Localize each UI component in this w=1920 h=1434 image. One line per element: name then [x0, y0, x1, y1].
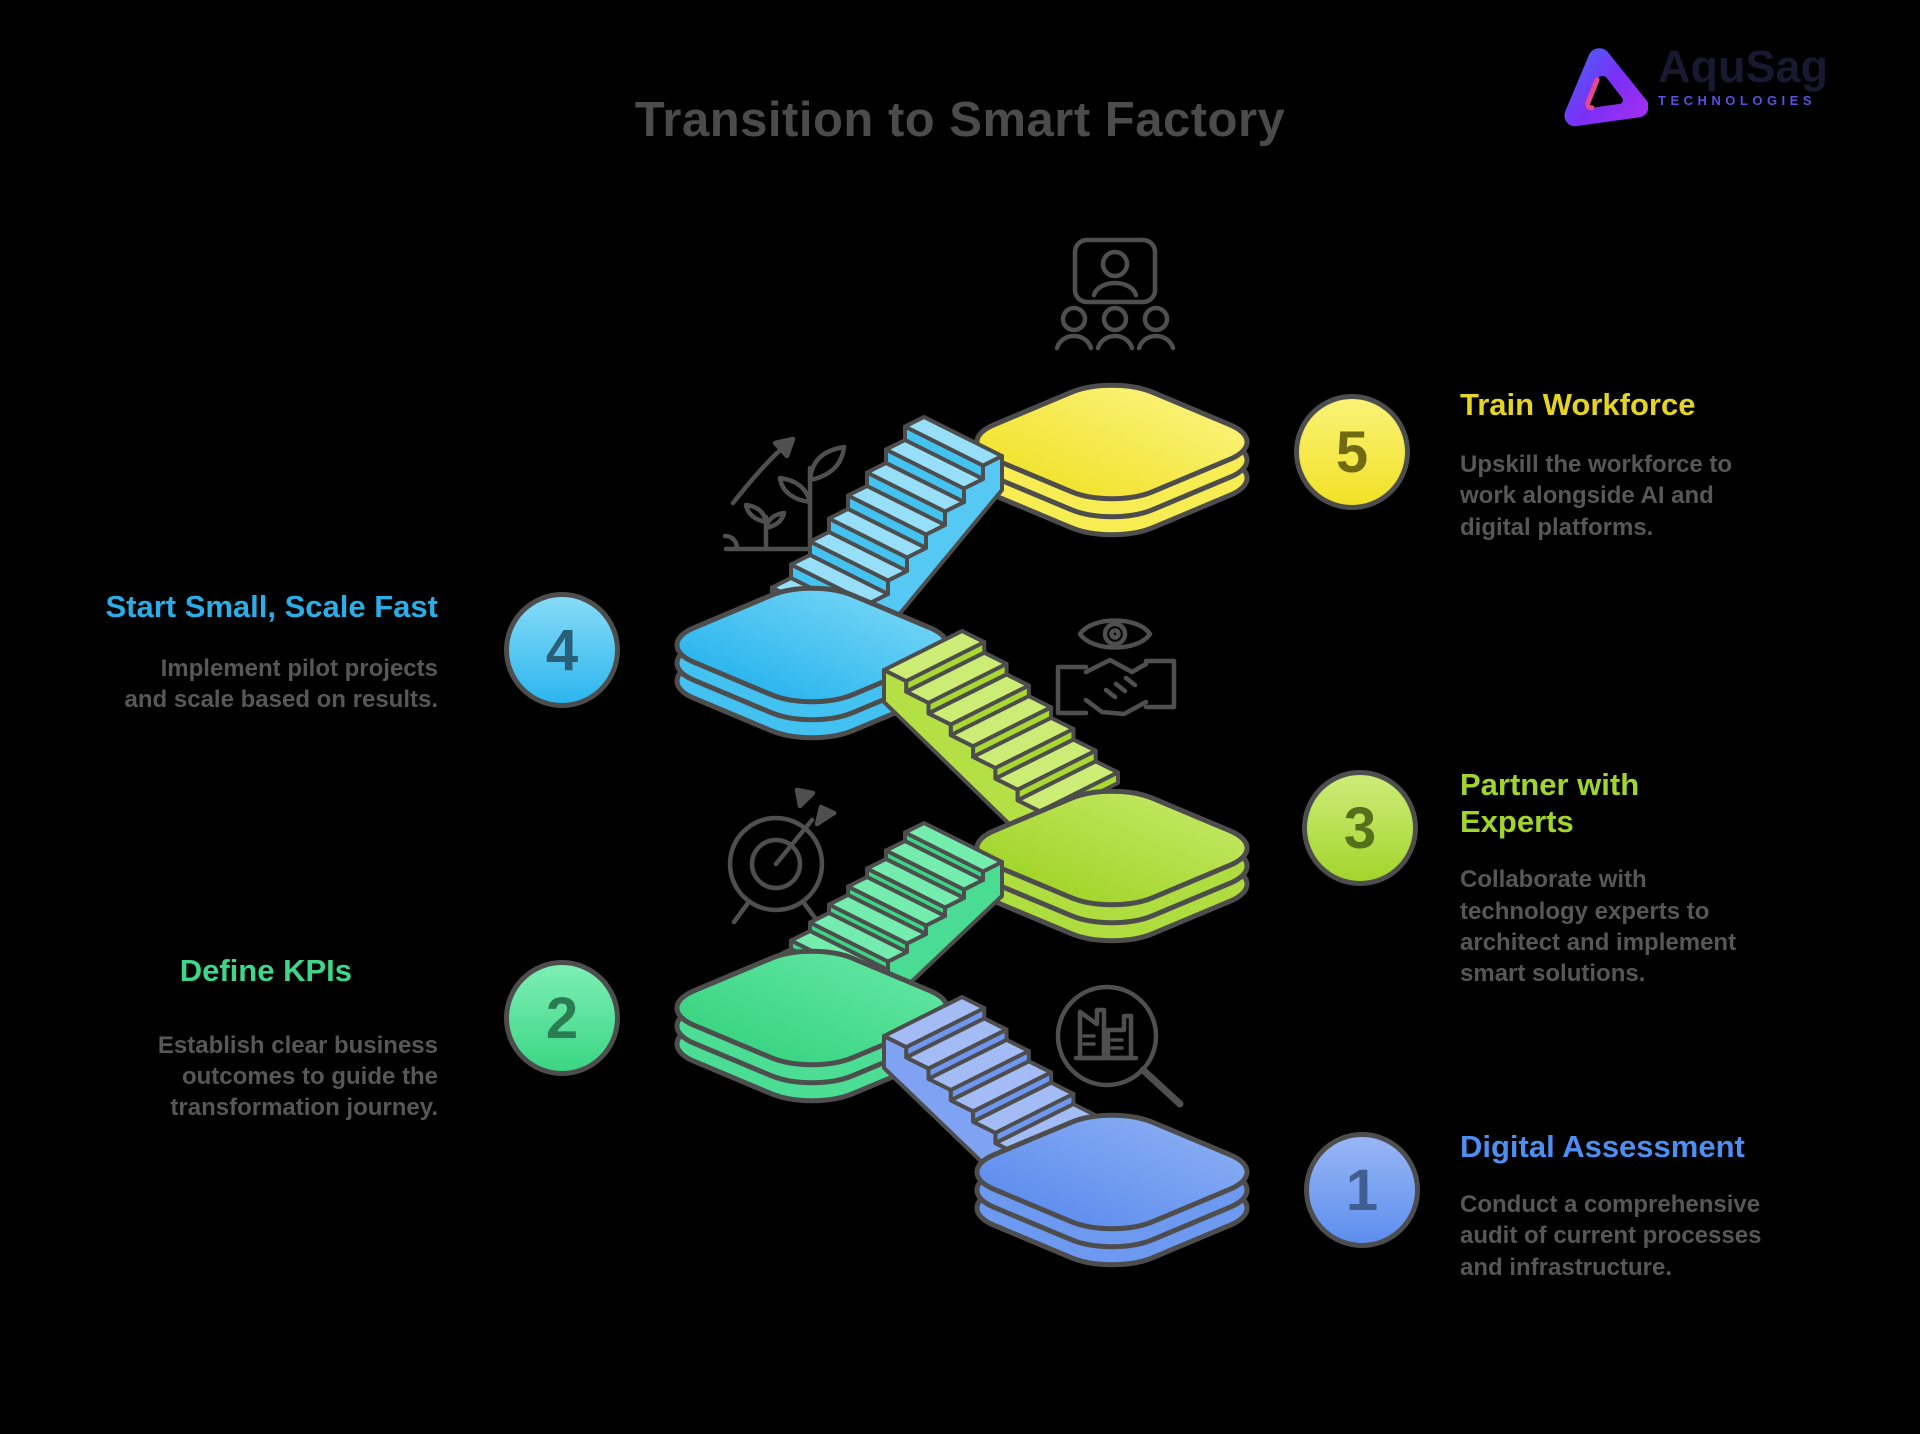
step-1-title: Digital Assessment [1460, 1129, 1745, 1164]
platform-2-define-kpis [653, 941, 971, 1111]
step-2-title: Define KPIs [179, 953, 352, 988]
step-5-title: Train Workforce [1460, 387, 1696, 422]
step-4-badge: 4 [504, 592, 620, 708]
step-3-title: Partner with Experts [1460, 767, 1640, 840]
step-3-badge: 3 [1302, 770, 1418, 886]
step-5-text: Train Workforce Upskill the workforce to… [1460, 386, 1820, 543]
page-title: Transition to Smart Factory [634, 93, 1286, 147]
step-4-text: Start Small, Scale Fast Implement pilot … [18, 588, 438, 716]
stairs-4-to-3 [882, 629, 1120, 856]
growth-icon [722, 436, 855, 552]
step-2-text-title: Define KPIs [180, 952, 352, 989]
logo-subtitle: TECHNOLOGIES [1658, 93, 1817, 108]
target-icon [727, 787, 837, 925]
magnifier-factory-icon [1055, 984, 1184, 1108]
step-2-badge: 2 [504, 960, 620, 1076]
step-4-description: Implement pilot projects and scale based… [124, 655, 438, 714]
step-5-badge: 5 [1294, 394, 1410, 510]
step-3-text: Partner with Experts Collaborate with te… [1460, 766, 1820, 989]
step-5-description: Upskill the workforce to work alongside … [1460, 451, 1733, 541]
platform-5-train-workforce [953, 375, 1271, 545]
step-1-description: Conduct a comprehensive audit of current… [1460, 1191, 1762, 1281]
training-icon [1054, 237, 1176, 351]
platform-1-digital-assessment [953, 1105, 1271, 1275]
step-3-description: Collaborate with technology experts to a… [1460, 866, 1737, 987]
step-2-description: Establish clear business outcomes to gui… [157, 1032, 438, 1122]
logo-name: AquSag [1658, 41, 1829, 92]
step-1-text: Digital Assessment Conduct a comprehensi… [1460, 1128, 1840, 1283]
platform-4-start-small [653, 578, 971, 748]
step-2-text-body: Establish clear business outcomes to gui… [98, 1030, 438, 1124]
logo: AquSag TECHNOLOGIES [1558, 44, 1828, 128]
step-4-title: Start Small, Scale Fast [105, 589, 438, 624]
platform-3-partner-experts [953, 781, 1271, 951]
logo-icon [1564, 48, 1648, 127]
eye-handshake-icon [1055, 618, 1177, 717]
step-1-badge: 1 [1304, 1132, 1420, 1248]
